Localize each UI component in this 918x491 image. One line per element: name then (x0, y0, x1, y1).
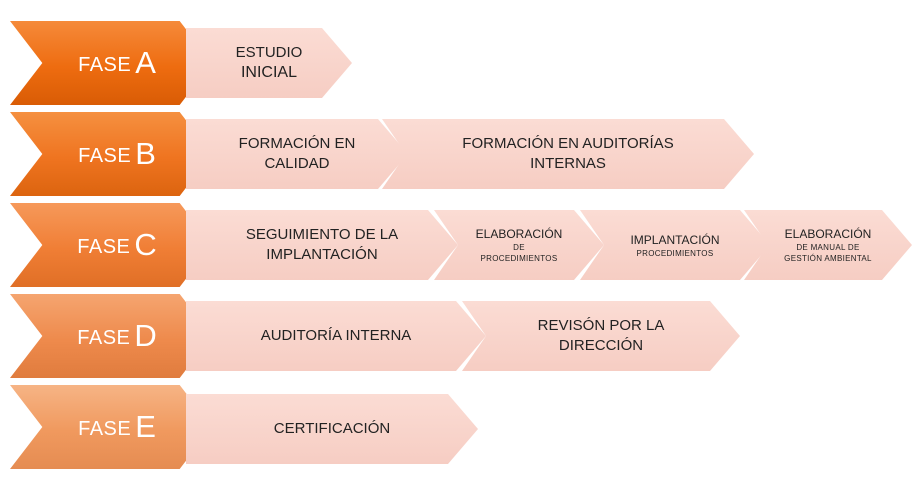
phase-letter: A (135, 45, 156, 80)
step-revision-direccion: REVISÓN POR LA DIRECCIÓN (462, 301, 740, 371)
step-sub1: PROCEDIMIENTOS (636, 248, 714, 258)
step-line2: DIRECCIÓN (558, 337, 644, 354)
step-line2: CALIDAD (264, 155, 330, 172)
step-sub2: GESTIÓN AMBIENTAL (784, 254, 872, 263)
step-line1: AUDITORÍA INTERNA (260, 327, 412, 344)
phase-letter: E (135, 409, 156, 444)
step-sub1: DE MANUAL DE (796, 243, 860, 252)
step-certificacion: CERTIFICACIÓN (186, 394, 478, 464)
phase-b-chevron: FASE B (10, 112, 212, 196)
step-implantacion-procedimientos: IMPLANTACIÓN PROCEDIMIENTOS (580, 210, 770, 280)
step-line2: INTERNAS (530, 155, 606, 172)
phase-word: FASE (77, 326, 131, 349)
phase-d-chevron: FASE D (10, 294, 212, 378)
step-title: IMPLANTACIÓN (630, 232, 720, 247)
phase-letter: C (134, 227, 157, 262)
step-elaboracion-procedimientos: ELABORACIÓN DE PROCEDIMIENTOS (434, 210, 604, 280)
step-seguimiento-implantacion: SEGUIMIENTO DE LA IMPLANTACIÓN (186, 210, 458, 280)
step-formacion-calidad: FORMACIÓN EN CALIDAD (186, 119, 408, 189)
phase-word: FASE (78, 144, 132, 167)
step-formacion-auditorias: FORMACIÓN EN AUDITORÍAS INTERNAS (382, 119, 754, 189)
step-line2: IMPLANTACIÓN (266, 246, 378, 263)
phase-e-chevron: FASE E (10, 385, 212, 469)
phase-word: FASE (78, 53, 132, 76)
phase-a-chevron: FASE A (10, 21, 212, 105)
step-line1: ESTUDIO (235, 44, 303, 61)
step-line1: FORMACIÓN EN (238, 135, 356, 152)
step-title: ELABORACIÓN (475, 227, 563, 241)
step-line1: CERTIFICACIÓN (273, 420, 391, 437)
phase-word: FASE (77, 235, 131, 258)
step-line1: REVISÓN POR LA (537, 317, 665, 334)
phase-word: FASE (78, 417, 132, 440)
phase-letter: D (134, 318, 157, 353)
phase-letter: B (135, 136, 156, 171)
step-line1: SEGUIMIENTO DE LA (245, 226, 399, 243)
step-line2: INICIAL (240, 64, 297, 81)
phase-c-chevron: FASE C (10, 203, 212, 287)
step-elaboracion-manual: ELABORACIÓN DE MANUAL DE GESTIÓN AMBIENT… (744, 210, 912, 280)
step-sub1: DE (513, 243, 525, 252)
step-line1: FORMACIÓN EN AUDITORÍAS (462, 135, 674, 152)
step-estudio-inicial: ESTUDIO INICIAL (186, 28, 352, 98)
step-title: ELABORACIÓN (784, 227, 872, 241)
step-sub2: PROCEDIMIENTOS (480, 254, 558, 263)
step-auditoria-interna: AUDITORÍA INTERNA (186, 301, 486, 371)
